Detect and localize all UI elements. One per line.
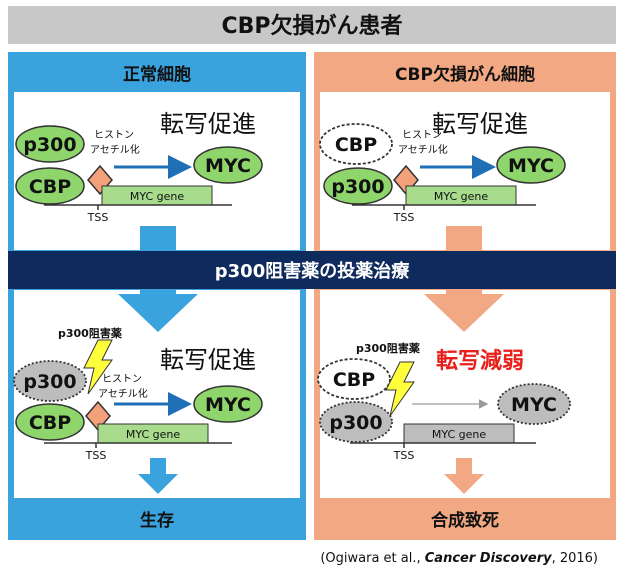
modification-label-1: ヒストン — [102, 373, 142, 385]
gene-label: MYC gene — [434, 190, 489, 203]
left-outcome-arrow — [138, 458, 178, 494]
left-panel-header: 正常細胞 — [123, 64, 191, 85]
p300-inhibited-protein — [319, 401, 393, 443]
tss-label: TSS — [393, 449, 415, 462]
gene-label: MYC gene — [130, 190, 185, 203]
page-title: CBP欠損がん患者 — [221, 13, 402, 39]
lightning-bolt-icon — [385, 361, 415, 417]
gene-label: MYC gene — [126, 428, 181, 441]
modification-label-2: アセチル化 — [398, 143, 448, 156]
myc-reduced-label: MYC — [511, 394, 557, 416]
citation-journal: Cancer Discovery — [425, 551, 552, 566]
myc-protein-label: MYC — [508, 155, 554, 177]
right-panel: CBP欠損がん細胞 合成致死 — [314, 52, 616, 540]
lightning-bolt-icon — [83, 339, 113, 395]
citation-suffix: , 2016) — [552, 551, 598, 566]
cbp-deleted-label: CBP — [333, 369, 375, 391]
modification-label-1: ヒストン — [402, 129, 442, 141]
left-top-diagram: 転写促進 p300 ヒストン アセチル化 MYC CBP MYC gene TS… — [15, 110, 263, 224]
cbp-protein-label: CBP — [29, 176, 71, 198]
right-panel-footer: 合成致死 — [431, 510, 499, 531]
p300-protein — [15, 125, 85, 163]
citation: (Ogiwara et al., Cancer Discovery, 2016) — [320, 551, 598, 566]
cbp-protein — [15, 167, 85, 205]
myc-protein — [193, 385, 263, 423]
inhibitor-label: p300阻害薬 — [58, 326, 123, 340]
right-outcome-arrow — [444, 458, 484, 494]
myc-protein-label: MYC — [205, 394, 251, 416]
myc-protein — [496, 146, 566, 184]
treatment-banner-text: p300阻害薬の投薬治療 — [215, 260, 410, 282]
cbp-protein-label: CBP — [29, 412, 71, 434]
cbp-deleted-label: CBP — [335, 134, 377, 156]
tss-label: TSS — [393, 211, 415, 224]
p300-protein-label: p300 — [23, 134, 76, 156]
reduced-status-text: 転写減弱 — [436, 348, 524, 374]
cbp-deleted-protein — [319, 123, 393, 165]
cbp-protein — [15, 403, 85, 441]
right-bottom-diagram: p300阻害薬 転写減弱 CBP MYC p300 MYC gene TSS — [317, 341, 571, 462]
title-bar: CBP欠損がん患者 — [8, 6, 616, 44]
citation-prefix: (Ogiwara et al., — [320, 551, 424, 566]
p300-inhibited-label: p300 — [23, 371, 76, 393]
modification-label-2: アセチル化 — [98, 387, 148, 400]
status-text: 転写促進 — [160, 346, 256, 374]
right-panel-header: CBP欠損がん細胞 — [395, 64, 535, 85]
myc-reduced-protein — [497, 383, 571, 425]
p300-inhibited-protein — [13, 360, 87, 402]
modification-label-2: アセチル化 — [90, 143, 140, 156]
status-text: 転写促進 — [160, 110, 256, 138]
tss-label: TSS — [87, 211, 109, 224]
modification-label-1: ヒストン — [94, 129, 134, 141]
myc-protein — [193, 146, 263, 184]
left-panel-footer: 生存 — [140, 510, 174, 531]
status-text: 転写促進 — [432, 110, 528, 138]
cbp-deleted-protein — [317, 358, 391, 400]
p300-protein — [323, 167, 393, 205]
treatment-banner: p300阻害薬の投薬治療 — [8, 251, 616, 289]
gene-label: MYC gene — [432, 428, 487, 441]
tss-label: TSS — [85, 449, 107, 462]
myc-protein-label: MYC — [205, 155, 251, 177]
p300-inhibited-label: p300 — [329, 412, 382, 434]
right-top-diagram: 転写促進 CBP ヒストン アセチル化 MYC p300 MYC gene TS… — [319, 110, 566, 224]
left-bottom-diagram: p300阻害薬 転写促進 p300 ヒストン アセチル化 MYC CBP MYC… — [13, 326, 263, 462]
p300-protein-label: p300 — [331, 176, 384, 198]
inhibitor-label: p300阻害薬 — [356, 341, 421, 355]
